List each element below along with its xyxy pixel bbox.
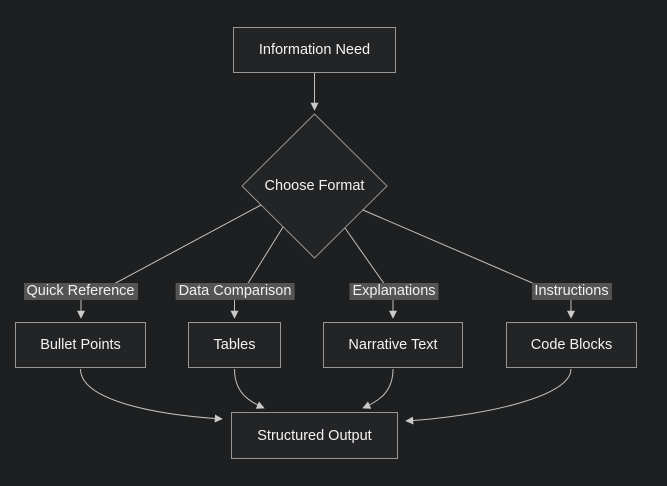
edge-narrative-text-to-structured-output [362, 368, 394, 409]
edge-label-instructions: Instructions [531, 283, 612, 300]
edge-tables-to-structured-output [234, 368, 265, 409]
node-tables: Tables [188, 322, 281, 368]
node-code-blocks: Code Blocks [506, 322, 637, 368]
edge-code-blocks-to-structured-output [405, 368, 572, 425]
edge-choose-format-to-narrative-text [344, 227, 397, 319]
node-bullet-points: Bullet Points [15, 322, 146, 368]
edge-label-explanations: Explanations [349, 283, 439, 300]
decision-diamond-shape [241, 113, 388, 259]
edge-choose-format-to-code-blocks [362, 209, 575, 319]
node-structured-output: Structured Output [231, 412, 398, 459]
node-choose-format-label: Choose Format [264, 178, 365, 194]
edge-choose-format-to-tables [230, 226, 284, 319]
node-information-need: Information Need [233, 27, 396, 73]
edge-bullet-points-to-structured-output [80, 368, 223, 423]
edge-label-data-comparison: Data Comparison [175, 283, 295, 300]
edge-label-quick-reference: Quick Reference [23, 283, 138, 300]
node-narrative-text: Narrative Text [323, 322, 463, 368]
